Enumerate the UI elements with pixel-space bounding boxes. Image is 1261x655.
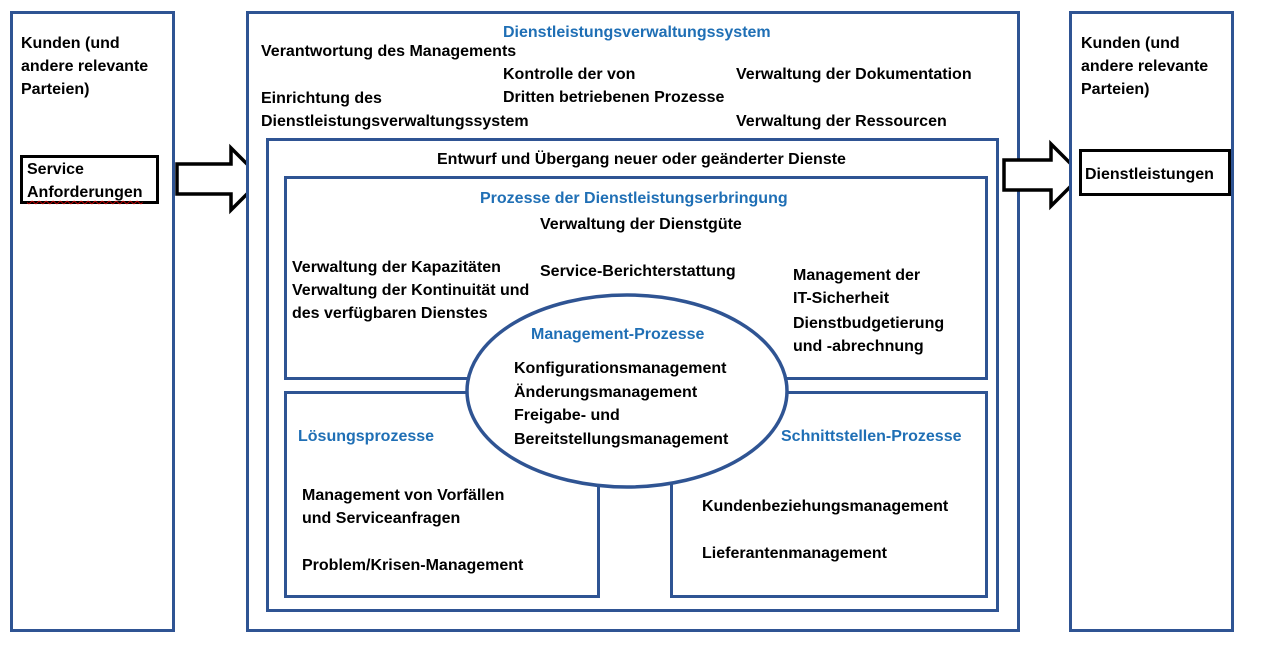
establishment-line-2: Dienstleistungsverwaltungssystem [261,113,529,130]
output-arrow-icon [1002,139,1085,211]
budget-line-1: Dienstbudgetierung [793,315,945,332]
third-party-line-1: Kontrolle der von [503,66,636,83]
budgeting-accounting: Dienstbudgetierung und -abrechnung [793,312,944,358]
left-customer-panel [10,11,175,632]
information-security: Management der IT-Sicherheit [793,264,920,310]
change-management: Änderungsmanagement [514,383,698,401]
service-level-management: Verwaltung der Dienstgüte [540,216,742,233]
continuity-line-2: des verfügbaren Dienstes [292,305,488,322]
service-requests-line-2: Anforderungen [27,184,143,201]
relationship-processes-title: Schnittstellen-Prozesse [781,428,962,445]
management-processes-ellipse [465,293,789,489]
sms-title: Dienstleistungsverwaltungssystem [503,24,771,41]
security-line-1: Management der [793,267,921,284]
capacity-management: Verwaltung der Kapazitäten [292,259,501,276]
management-processes-title: Management-Prozesse [531,326,705,343]
incident-line-1: Management von Vorfällen [302,487,505,504]
services-output-box [1079,149,1231,196]
left-title-line-2: andere relevante [21,58,149,75]
right-title-line-2: andere relevante [1081,58,1209,75]
right-title-line-1: Kunden (und [1081,35,1180,52]
right-title-line-3: Parteien) [1081,81,1150,98]
service-requests-label: Service Anforderungen [27,158,143,204]
incident-management: Management von Vorfällen und Serviceanfr… [302,484,504,530]
release-line-1: Freigabe- und [514,407,620,424]
design-transition-title: Entwurf und Übergang neuer oder geändert… [437,151,846,168]
service-delivery-title: Prozesse der Dienstleistungserbringung [480,190,788,207]
configuration-management: Konfigurationsmanagement [514,360,727,377]
left-title-line-3: Parteien) [21,81,90,98]
right-customer-title: Kunden (und andere relevante Parteien) [1081,32,1208,101]
management-processes-list: Konfigurationsmanagement Änderungsmanage… [514,357,728,451]
establishment-line-1: Einrichtung des [261,90,382,107]
management-responsibility: Verantwortung des Managements [261,43,517,60]
resource-management: Verwaltung der Ressourcen [736,113,947,130]
service-requests-line-1: Service [27,161,84,178]
budget-line-2: und -abrechnung [793,338,924,355]
security-line-2: IT-Sicherheit [793,290,890,307]
incident-line-2: und Serviceanfragen [302,510,461,527]
service-reporting: Service-Berichterstattung [540,263,736,280]
business-relationship-management: Kundenbeziehungsmanagement [702,498,949,515]
supplier-management: Lieferantenmanagement [702,545,887,562]
resolution-processes-title: Lösungsprozesse [298,428,435,445]
right-customer-panel [1069,11,1234,632]
documentation-management: Verwaltung der Dokumentation [736,66,972,83]
third-party-line-2: Dritten betriebenen Prozesse [503,89,725,106]
services-output-label: Dienstleistungen [1085,166,1214,183]
continuity-line-1: Verwaltung der Kontinuität und [292,282,530,299]
service-requests-box [20,155,159,204]
third-party-processes: Kontrolle der von Dritten betriebenen Pr… [503,63,724,109]
left-title-line-1: Kunden (und [21,35,120,52]
left-customer-title: Kunden (und andere relevante Parteien) [21,32,148,101]
continuity-availability: Verwaltung der Kontinuität und des verfü… [292,279,529,325]
sms-establishment: Einrichtung des Dienstleistungsverwaltun… [261,87,529,133]
release-line-2: Bereitstellungsmanagement [514,430,729,448]
problem-management: Problem/Krisen-Management [302,557,524,574]
